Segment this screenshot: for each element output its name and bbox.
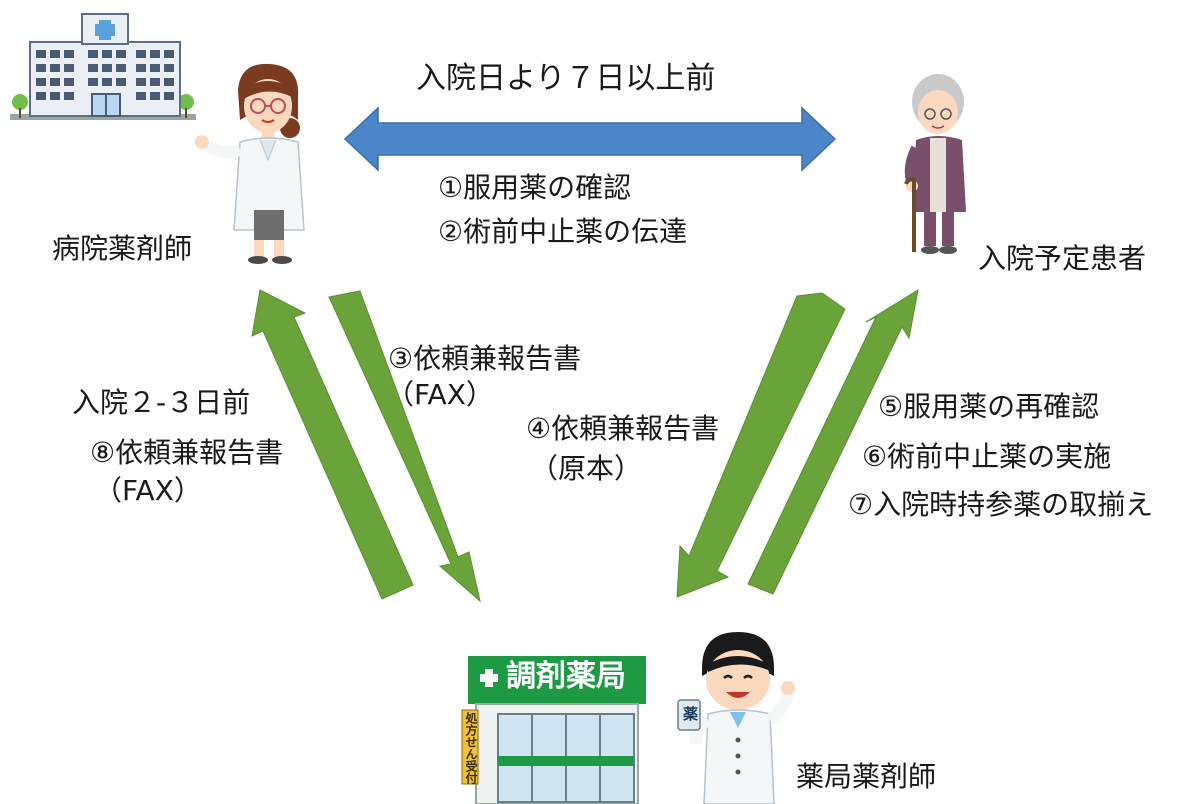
arrow-pharmacy-to-patient [747,288,919,595]
arrow-hospital-to-pharmacy [328,290,481,603]
medicine-card-text: 薬 [683,705,699,723]
step-2-label: ②術前中止薬の伝達 [438,215,688,248]
pharmacy-reception-sign: 処方せん受付 [464,712,478,784]
patient-label: 入院予定患者 [978,242,1147,275]
step-6-label: ⑥術前中止薬の実施 [862,440,1112,473]
step-3-label: ③依頼兼報告書 [388,342,582,375]
step-5-label: ⑤服用薬の再確認 [878,390,1100,423]
patient-figure [904,74,966,254]
timing-label-7-days: 入院日より７日以上前 [416,61,716,96]
double-arrow-blue [343,106,837,172]
arrow-pharmacy-to-hospital [251,289,414,600]
step-1-label: ①服用薬の確認 [438,171,632,204]
step-3-sub-label: （FAX） [386,378,494,411]
timing-label-2-3-days: 入院２-３日前 [72,386,251,419]
pharmacy-pharmacist-figure [677,632,795,804]
step-4-label: ④依頼兼報告書 [526,412,720,445]
arrow-patient-to-pharmacy [676,292,846,598]
hospital-pharmacist-figure [195,63,305,264]
pharmacy-building-icon [461,656,646,804]
step-4-sub-label: （原本） [530,452,643,485]
step-8-label: ⑧依頼兼報告書 [90,436,284,469]
pharmacy-pharmacist-label: 薬局薬剤師 [796,760,937,793]
hospital-building-icon [10,13,196,120]
pharmacy-sign-text: 調剤薬局 [506,659,626,694]
step-7-label: ⑦入院時持参薬の取揃え [848,488,1154,521]
step-8-sub-label: （FAX） [94,474,202,507]
hospital-pharmacist-label: 病院薬剤師 [52,232,193,265]
